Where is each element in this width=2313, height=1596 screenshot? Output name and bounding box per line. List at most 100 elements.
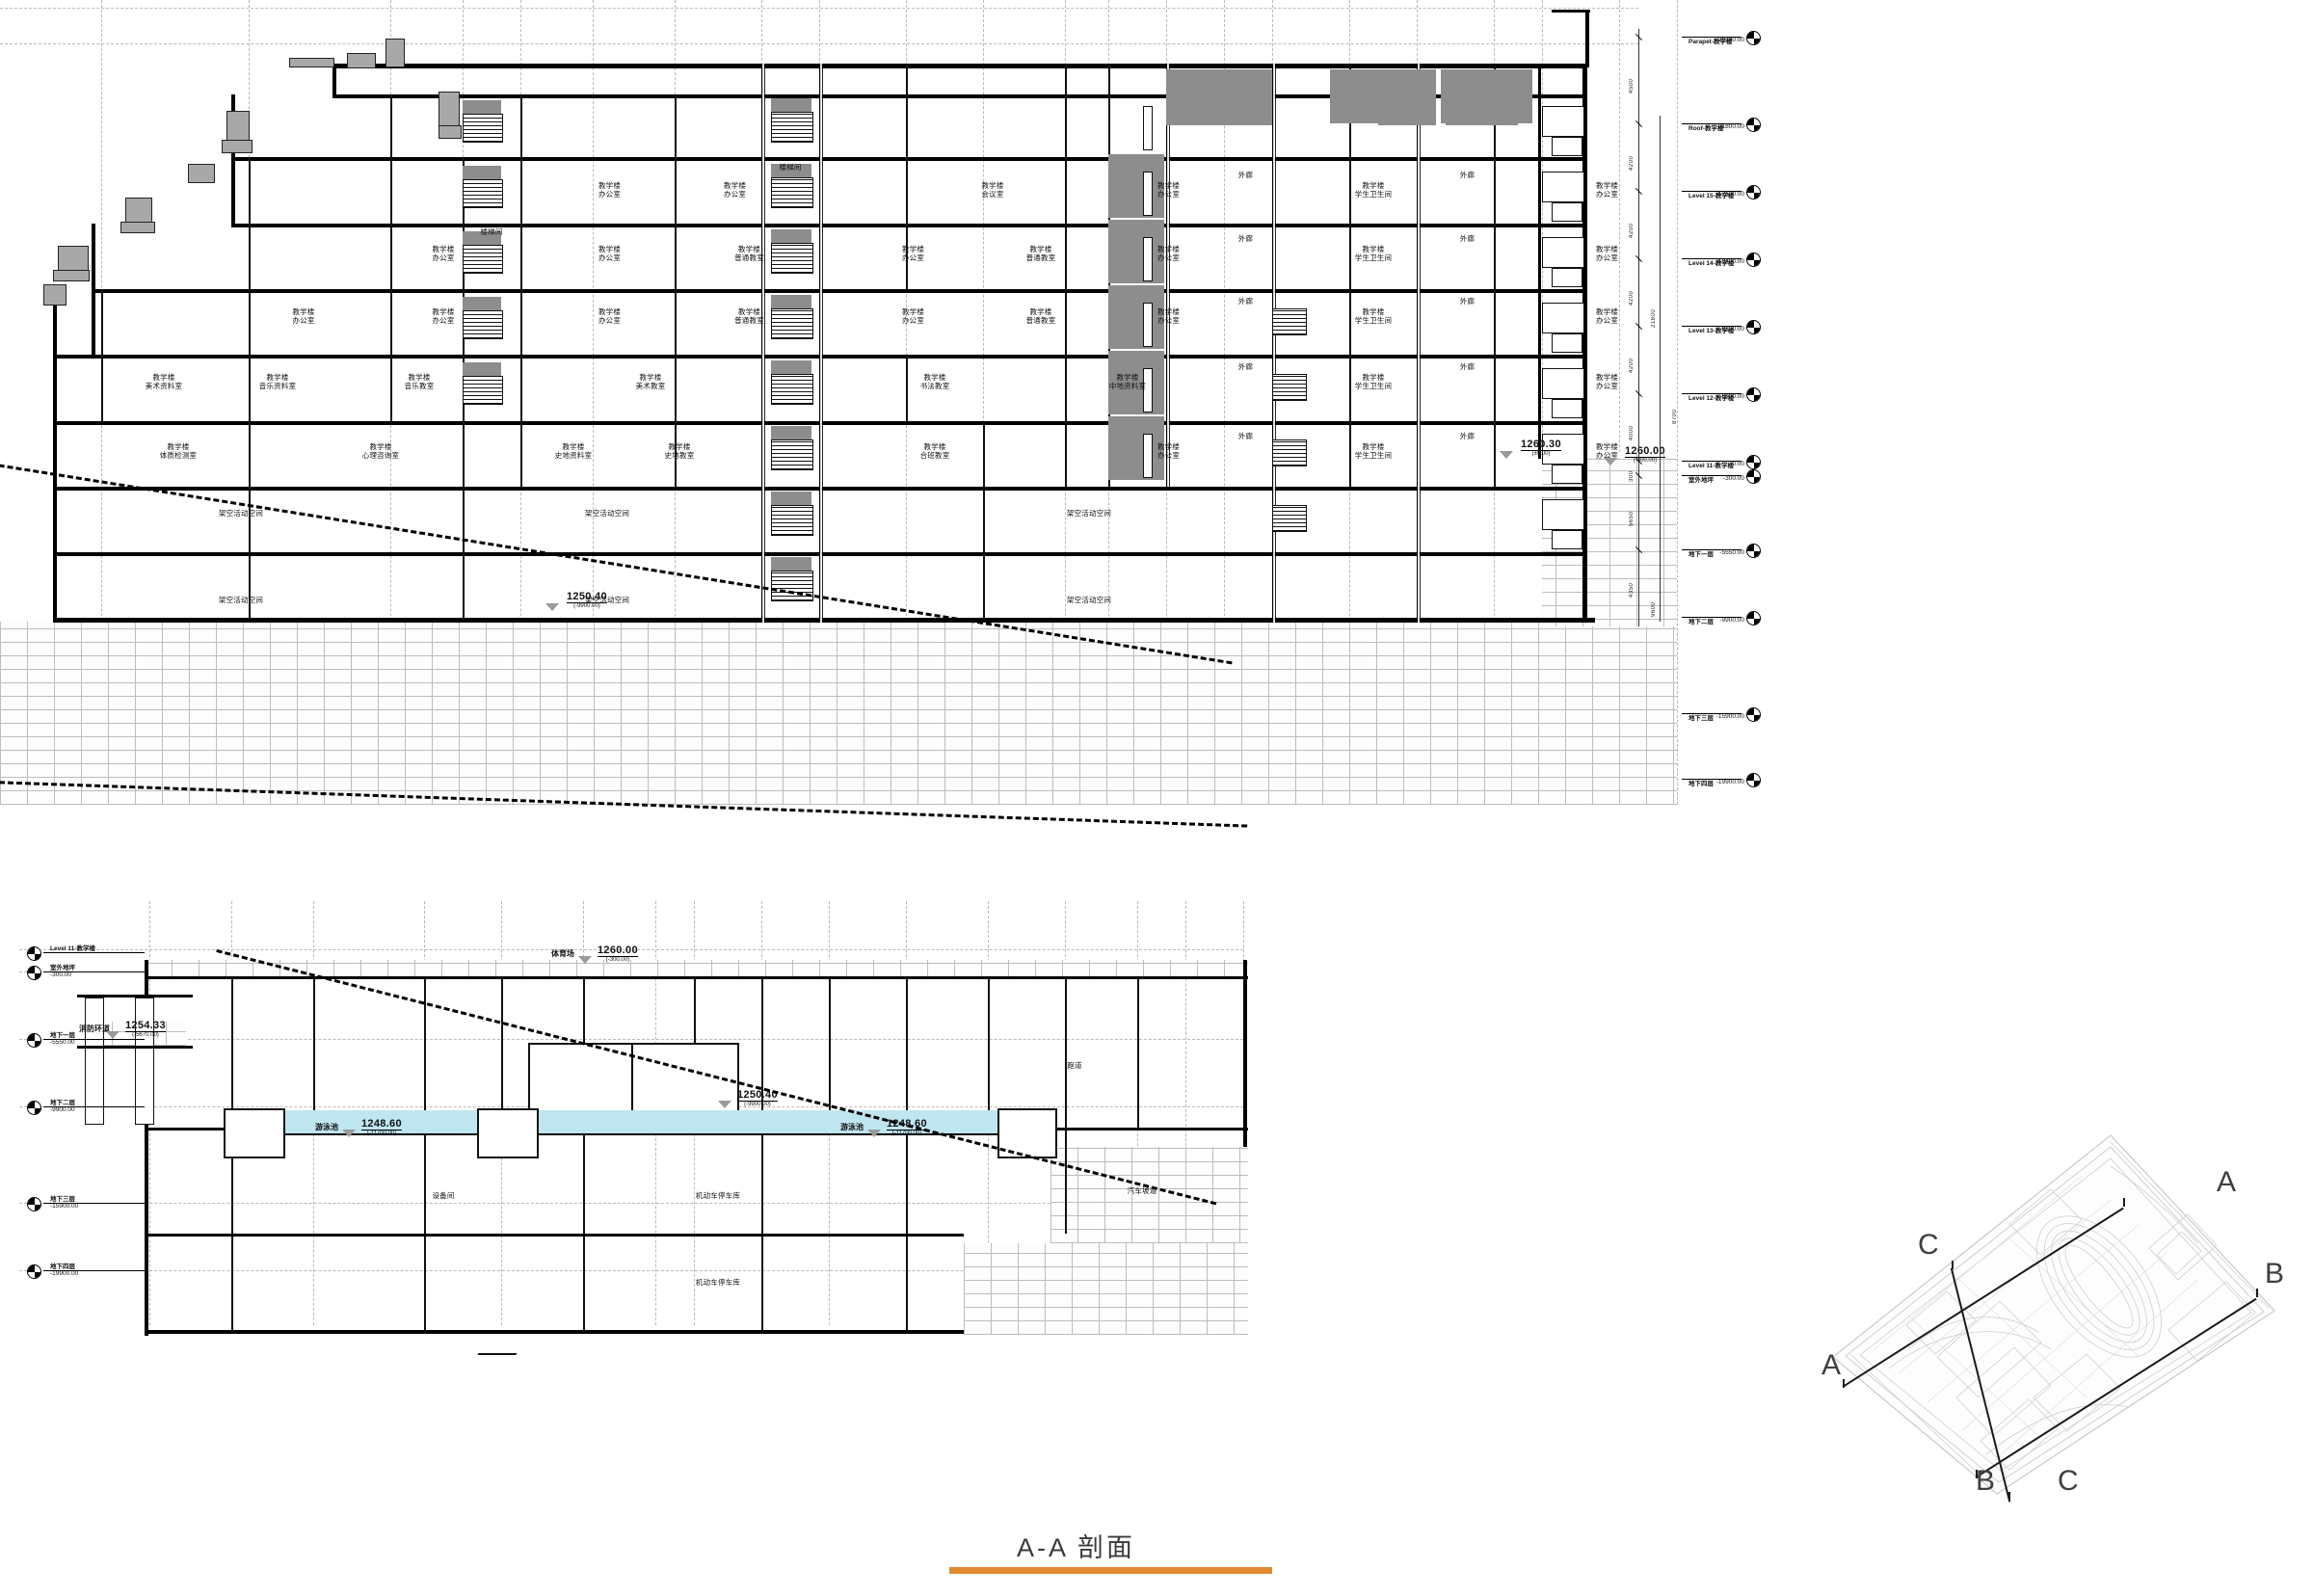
elevation-marker: 1250.40(-9900.00)	[567, 591, 607, 609]
room-label-line1: 教学楼	[1595, 307, 1619, 317]
lower-grid-h-2	[19, 1039, 1243, 1040]
window-right-b-4	[1552, 399, 1582, 418]
room-label-line1: 教学楼	[598, 245, 622, 254]
level-symbol-quadrant	[1747, 119, 1754, 125]
level-leader-11	[1682, 779, 1741, 780]
partition-58	[101, 355, 103, 421]
lower-room-label: 机动车停车库	[665, 1272, 771, 1293]
room-label-line1: 教学楼	[1029, 307, 1052, 317]
partition-48	[675, 289, 677, 355]
stair-landing-5	[771, 426, 811, 439]
stair-landing-b-2	[463, 231, 501, 245]
break-symbol	[477, 1340, 525, 1355]
room-label-line2: 办公室	[1156, 253, 1181, 262]
level-symbol-quadrant	[34, 972, 40, 979]
partition-14	[390, 157, 392, 224]
room-label-line1: 教学楼	[1595, 181, 1619, 191]
partition-92	[983, 487, 985, 552]
room-label: 教学楼办公室	[549, 162, 670, 220]
window-right-3	[1542, 303, 1584, 333]
room-label-line1: 教学楼	[1362, 307, 1385, 317]
level-symbol-quadrant	[28, 1034, 35, 1041]
room-label: 教学楼办公室	[1547, 424, 1667, 480]
stair-landing-2	[771, 229, 811, 243]
lower-partition-20	[583, 1237, 585, 1330]
rooftop-equipment-4	[222, 140, 253, 153]
stair-flight-c-0	[1272, 308, 1307, 335]
room-label-line1: 教学楼	[737, 307, 761, 317]
roof-slab	[332, 64, 1585, 68]
stair-flight-5	[771, 439, 813, 470]
room-label-line2: 办公室	[432, 253, 455, 262]
lower-room-label: 汽车坡道	[1099, 1181, 1185, 1202]
lower-level-symbol	[27, 1264, 41, 1279]
lower-elevation-value: 1254.33	[125, 1020, 166, 1031]
lower-elevation-value: 1250.40	[737, 1089, 778, 1101]
pool-side-box-0	[224, 1108, 285, 1158]
lower-elevation-reference: (-11700.00)	[887, 1130, 927, 1136]
rooftop-equipment-2	[289, 58, 334, 67]
room-label: 教学楼书法教室	[872, 355, 997, 411]
level-value: -9900.00	[1719, 617, 1744, 624]
road-column-left	[85, 998, 104, 1125]
room-label-line1: 教学楼	[408, 373, 431, 383]
room-label: 教学楼合班教室	[872, 424, 997, 480]
dimension-value: 4500	[1629, 78, 1635, 93]
dimension-line-inner	[1660, 116, 1661, 622]
room-label-line1: 教学楼	[1029, 245, 1052, 254]
room-label-line1: 教学楼	[432, 245, 455, 254]
elevation-value: 1260.00	[1625, 445, 1665, 457]
room-label-line2: 中地资料室	[1108, 382, 1147, 390]
level-symbol	[1746, 253, 1761, 267]
level-symbol-quadrant	[1753, 476, 1760, 483]
level-symbol-quadrant	[1753, 462, 1760, 468]
window-right-b-2	[1552, 268, 1582, 287]
road-slab-top	[77, 995, 193, 998]
level-symbol	[1746, 185, 1761, 200]
room-label: 教学楼音乐资料室	[220, 355, 335, 411]
room-label: 教学楼普通教室	[973, 289, 1108, 345]
lower-partition-9	[988, 979, 990, 1128]
partition-75	[463, 421, 465, 487]
lower-room-label: 跑道	[1046, 1055, 1103, 1077]
room-label: 楼梯间	[463, 220, 520, 245]
partition-25	[1349, 157, 1351, 224]
lower-room-label: 机动车停车库	[665, 1185, 771, 1207]
grid-line-h-0	[0, 8, 1638, 9]
level-leader-3	[1682, 258, 1741, 259]
room-label-line1: 外廊	[1237, 431, 1254, 440]
shaft-1	[439, 125, 462, 139]
room-label-line2: 学生卫生间	[1354, 190, 1393, 199]
room-label-line1: 教学楼	[981, 181, 1004, 191]
lower-elevation-label: 游泳池	[840, 1123, 864, 1131]
stair-flight-c-1	[1272, 374, 1307, 401]
level-symbol-quadrant	[1747, 186, 1754, 193]
key-plan	[1793, 1108, 2313, 1513]
room-label-line1: 外廊	[1459, 296, 1476, 306]
partition-95	[249, 552, 251, 618]
window-right-1	[1542, 172, 1584, 202]
page-title: A-A 剖面	[1017, 1533, 1136, 1562]
room-label-line2: 学生卫生间	[1354, 382, 1393, 390]
room-label: 教学楼学生卫生间	[1306, 226, 1441, 282]
lower-room-label-line1: 跑道	[1067, 1060, 1082, 1070]
lower-elevation-reference: (-5670.00)	[125, 1031, 166, 1038]
room-label: 教学楼办公室	[853, 289, 973, 345]
partition-87	[1494, 421, 1496, 487]
level-symbol	[1746, 544, 1761, 558]
room-label-line1: 教学楼	[292, 307, 315, 317]
shaded-room-r2	[1330, 69, 1412, 123]
exterior-wall-right	[1582, 64, 1587, 623]
parapet-wall	[1585, 10, 1589, 67]
core-wall-3	[1272, 64, 1276, 623]
room-label-line2: 办公室	[1595, 253, 1619, 262]
dimension-total: 9600	[1651, 601, 1657, 617]
partition-81	[1065, 421, 1067, 487]
room-label: 教学楼办公室	[1547, 289, 1667, 345]
room-label-line1: 教学楼	[1116, 373, 1139, 383]
partition-13	[249, 157, 251, 224]
sports-field-ground	[145, 960, 1248, 977]
dimension-value: 4200	[1629, 223, 1635, 238]
